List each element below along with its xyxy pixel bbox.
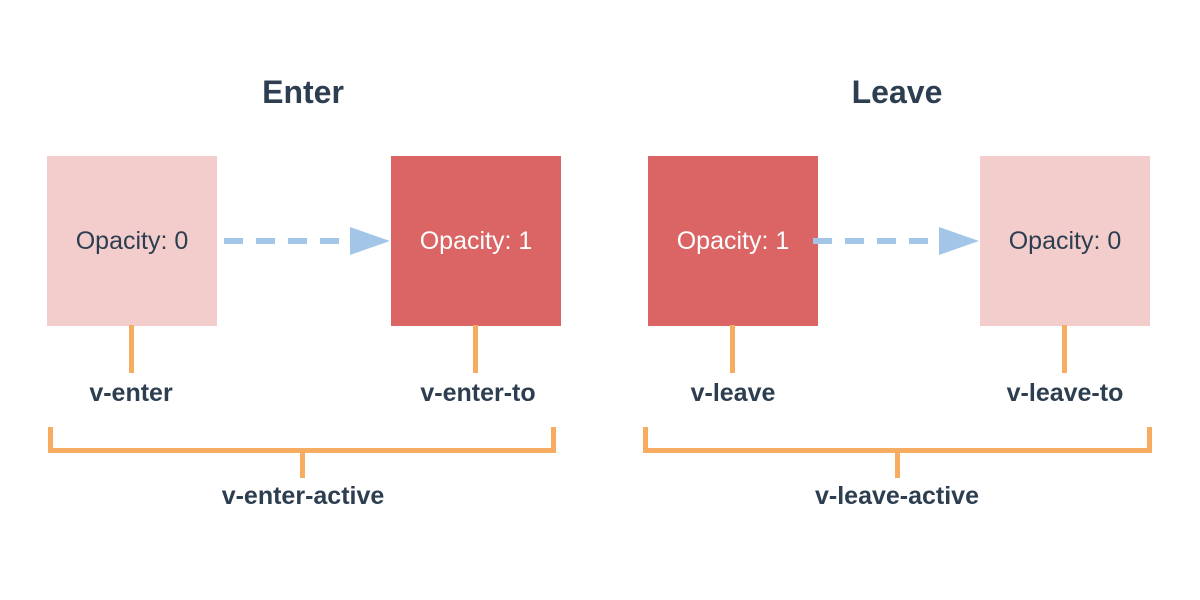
- leave-from-class-label: v-leave: [690, 379, 776, 407]
- leave-active-range-bracket: [643, 427, 1152, 453]
- leave-from-opacity-label: Opacity: 1: [676, 226, 790, 255]
- enter-to-opacity-label: Opacity: 1: [419, 226, 533, 255]
- enter-to-connector-line: [473, 325, 478, 373]
- leave-active-class-label: v-leave-active: [814, 482, 979, 510]
- enter-active-class-label: v-enter-active: [221, 482, 385, 510]
- enter-section-title: Enter: [262, 74, 344, 110]
- enter-from-class-label: v-enter: [89, 379, 173, 407]
- enter-active-range-bracket: [48, 427, 556, 453]
- leave-to-opacity-label: Opacity: 0: [1008, 226, 1122, 255]
- enter-to-box: Opacity: 1: [391, 156, 561, 326]
- enter-from-connector-line: [129, 325, 134, 373]
- leave-bracket-tick: [895, 453, 900, 478]
- enter-bracket-tick: [300, 453, 305, 478]
- enter-from-opacity-label: Opacity: 0: [75, 226, 189, 255]
- leave-to-class-label: v-leave-to: [1006, 379, 1124, 407]
- leave-to-box: Opacity: 0: [980, 156, 1150, 326]
- leave-to-connector-line: [1062, 325, 1067, 373]
- enter-from-box: Opacity: 0: [47, 156, 217, 326]
- leave-section-title: Leave: [851, 74, 943, 110]
- dashed-arrow-icon: [813, 227, 979, 255]
- leave-from-connector-line: [730, 325, 735, 373]
- leave-from-box: Opacity: 1: [648, 156, 818, 326]
- enter-to-class-label: v-enter-to: [420, 379, 536, 407]
- dashed-arrow-icon: [224, 227, 390, 255]
